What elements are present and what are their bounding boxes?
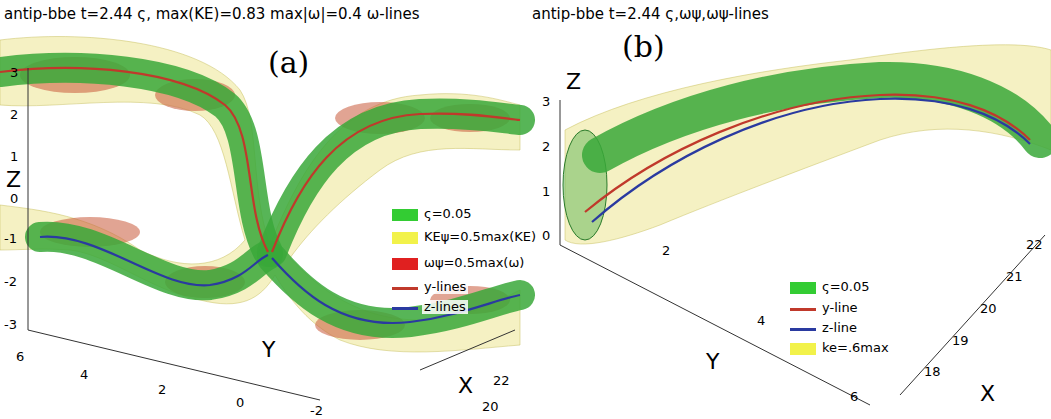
tick: 0 [542,229,550,243]
panel-letter: (b) [622,30,665,63]
tick: -3 [4,318,17,332]
panel-title: antip-bbe t=2.44 ς,ωψ,ωψ-lines [532,6,769,23]
axis-name: Y [262,338,275,362]
legend-swatch [392,258,418,270]
legend-text: ς=0.05 [422,207,473,221]
tick: 1 [10,150,18,164]
tick: 0 [10,192,18,206]
tick: -2 [4,275,17,289]
axis-name: Z [566,70,581,94]
tick: -2 [310,404,323,418]
tick: 3 [10,66,18,80]
tick: 4 [80,368,88,382]
tick: 2 [662,244,670,258]
tick: 21 [1006,270,1023,284]
axis-name: X [458,374,473,398]
legend-line-sample [790,328,816,331]
tick: 19 [952,334,969,348]
tick: 6 [16,350,24,364]
tick: 0 [236,396,244,410]
legend-text: ωψ=0.5max(ω) [422,256,526,270]
legend-swatch [790,282,816,294]
tick: 20 [980,302,997,316]
tick: 3 [542,95,550,109]
legend-line-sample [392,307,418,310]
tick: 2 [158,383,166,397]
legend-text: y-lines [422,280,468,294]
tick: 2 [542,140,550,154]
legend-swatch [790,343,816,355]
tick: -1 [4,232,17,246]
tick: 2 [10,108,18,122]
tick: 18 [924,365,941,379]
legend-line-sample [392,287,418,290]
legend-text: ς=0.05 [820,280,871,294]
legend-text: KEψ=0.5max(KE) [422,230,538,244]
legend-line-sample [790,308,816,311]
tick: 4 [757,314,765,328]
tick: 6 [850,390,858,404]
legend-text: z-line [820,321,859,335]
legend-text: ke=.6max [820,341,891,355]
legend-text: z-lines [422,300,468,314]
legend-text: y-line [820,301,860,315]
panel-letter: (a) [268,46,309,79]
axis-name: Z [6,168,21,192]
tick: 22 [493,374,510,388]
legend-swatch [392,232,418,244]
panel-title: antip-bbe t=2.44 ς, max(KE)=0.83 max|ω|=… [4,6,420,23]
tick: 22 [1026,238,1043,252]
tick: 1 [542,185,550,199]
axis-name: Y [706,350,719,374]
axis-name: X [980,382,995,406]
legend-swatch [392,209,418,221]
tick: 20 [482,400,499,414]
